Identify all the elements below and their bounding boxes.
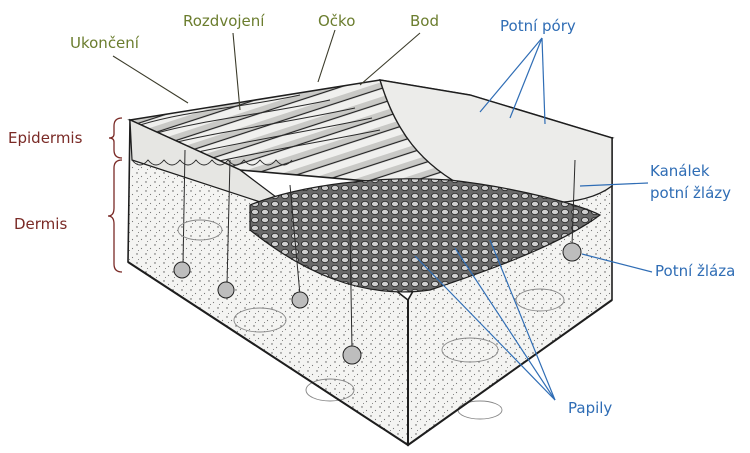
label-ocko: Očko — [318, 12, 355, 30]
label-potni-pory: Potní póry — [500, 17, 576, 35]
label-ukonceni: Ukončení — [70, 34, 140, 52]
label-papily: Papily — [568, 399, 612, 417]
epidermis-brace — [109, 118, 122, 158]
skin-block — [128, 80, 612, 445]
label-kanalek-line2: potní žlázy — [650, 184, 731, 202]
label-rozdvojeni: Rozdvojení — [183, 12, 265, 30]
label-kanalek-line1: Kanálek — [650, 162, 710, 180]
label-bod: Bod — [410, 12, 439, 30]
dermis-brace — [108, 160, 122, 272]
label-dermis: Dermis — [14, 215, 67, 233]
label-epidermis: Epidermis — [8, 129, 83, 147]
label-potni-zlaza: Potní žláza — [655, 262, 735, 280]
